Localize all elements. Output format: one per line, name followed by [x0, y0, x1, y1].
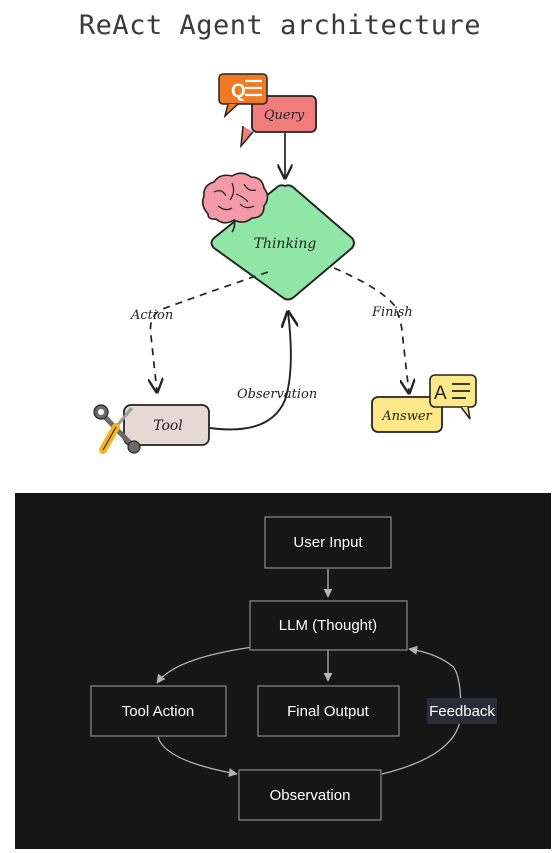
- tool-node: Tool: [123, 404, 210, 446]
- observation-label: Observation: [270, 787, 351, 804]
- action-edge: [150, 271, 269, 392]
- observation-node: Observation: [238, 769, 382, 821]
- llm-thought-node: LLM (Thought): [249, 600, 408, 651]
- observation-edge: [209, 312, 291, 431]
- finish-edge: [333, 267, 409, 393]
- final-output-node: Final Output: [257, 685, 400, 737]
- wrench-screwdriver-icon: [93, 404, 141, 454]
- query-badge-icon: Q: [218, 73, 268, 119]
- llm-thought-label: LLM (Thought): [279, 617, 377, 634]
- llm-flow-diagram: User Input LLM (Thought) Tool Action Fin…: [90, 516, 497, 821]
- answer-badge-icon: A: [429, 374, 477, 420]
- answer-label: Answer: [381, 409, 432, 424]
- answer-badge-letter: A: [434, 383, 447, 404]
- feedback-label: Feedback: [429, 703, 495, 720]
- react-agent-diagram: Query Q Thinking Action Finish Observati…: [93, 73, 477, 454]
- finish-edge-label: Finish: [371, 305, 413, 320]
- feedback-edge-label: Feedback: [427, 698, 497, 724]
- answer-node: Answer: [371, 396, 443, 433]
- action-edge-label: Action: [130, 308, 173, 323]
- llm-flow-panel: User Input LLM (Thought) Tool Action Fin…: [15, 493, 551, 849]
- tool-to-observation-edge: [157, 736, 238, 778]
- llm-to-tool-edge: [156, 646, 254, 684]
- diagram-title: ReAct Agent architecture: [78, 10, 482, 41]
- thinking-label: Thinking: [254, 236, 317, 252]
- brain-icon: [201, 172, 269, 233]
- query-label: Query: [264, 108, 305, 123]
- feedback-edge: [381, 645, 462, 775]
- tool-label: Tool: [153, 418, 183, 434]
- user-input-node: User Input: [264, 516, 392, 569]
- query-node: Query: [240, 95, 317, 149]
- tool-action-node: Tool Action: [90, 685, 227, 737]
- user-input-label: User Input: [293, 534, 363, 551]
- tool-action-label: Tool Action: [122, 703, 195, 720]
- query-badge-letter: Q: [231, 81, 246, 102]
- final-output-label: Final Output: [287, 703, 370, 720]
- observation-edge-label: Observation: [237, 387, 317, 402]
